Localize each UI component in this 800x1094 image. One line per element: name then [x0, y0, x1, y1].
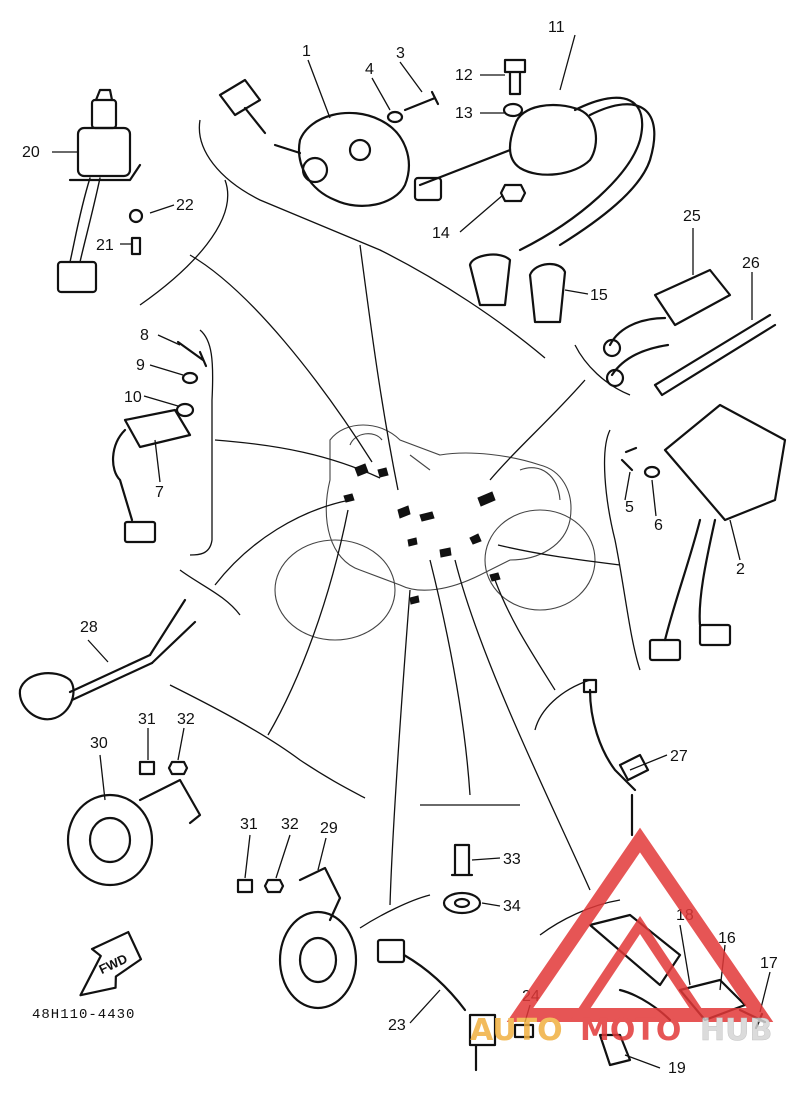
thermo-unit-27 — [582, 678, 650, 837]
part-label-28: 28 — [80, 619, 98, 636]
washer-10 — [175, 402, 195, 418]
screw-5 — [620, 446, 638, 472]
nut-32-a — [167, 760, 189, 776]
speed-sensor-23 — [376, 938, 497, 1072]
part-label-32-a: 32 — [177, 711, 195, 728]
part-label-21: 21 — [96, 237, 114, 254]
part-label-32-b: 32 — [281, 816, 299, 833]
leader-lines — [139, 119, 641, 936]
main-switch-assembly — [56, 88, 144, 294]
pickup-coil-assembly — [218, 78, 410, 207]
ignitor-unit-2 — [648, 403, 787, 662]
part-label-10: 10 — [124, 389, 142, 406]
screw-8 — [176, 340, 208, 368]
part-labels: 1 2 3 4 5 6 7 8 9 10 11 12 13 14 15 16 1… — [22, 19, 778, 1077]
horn-29 — [278, 866, 358, 1010]
band-26 — [653, 313, 777, 397]
part-label-5: 5 — [625, 499, 634, 516]
label-ticks — [52, 34, 771, 1069]
clip-24 — [513, 1023, 535, 1039]
part-label-20: 20 — [22, 144, 40, 161]
flasher-relay-7 — [112, 408, 192, 544]
watermark-auto: AUTO — [470, 1013, 563, 1048]
washer-13 — [502, 102, 524, 118]
part-label-7: 7 — [155, 484, 164, 501]
part-label-25: 25 — [683, 208, 701, 225]
part-label-1: 1 — [302, 43, 311, 60]
part-label-14: 14 — [432, 225, 450, 242]
bolt-31-a — [138, 760, 156, 776]
part-label-17: 17 — [760, 955, 778, 972]
nut-14 — [499, 183, 527, 203]
part-label-30: 30 — [90, 735, 108, 752]
part-label-31-b: 31 — [240, 816, 258, 833]
part-label-26: 26 — [742, 255, 760, 272]
part-label-12: 12 — [455, 67, 473, 84]
forward-arrow-icon: FWD — [79, 930, 143, 997]
part-label-4: 4 — [365, 61, 374, 78]
relay-25 — [602, 268, 732, 388]
reference-code: 48H110-4430 — [32, 1007, 135, 1023]
fwd-label: FWD — [97, 951, 130, 977]
part-label-3: 3 — [396, 45, 405, 62]
horn-30 — [66, 778, 202, 887]
part-label-15: 15 — [590, 287, 608, 304]
switch-lead-28 — [18, 598, 197, 721]
part-label-11: 11 — [548, 19, 565, 36]
motorcycle-outline — [274, 424, 596, 641]
part-label-29: 29 — [320, 820, 338, 837]
watermark-moto: MOTO — [580, 1013, 681, 1048]
bolt-31-b — [236, 878, 254, 894]
nut-32-b — [263, 878, 285, 894]
screw-3 — [403, 90, 440, 112]
part-label-34: 34 — [503, 898, 521, 915]
part-label-19: 19 — [668, 1060, 686, 1077]
part-label-8: 8 — [140, 327, 149, 344]
part-label-23: 23 — [388, 1017, 406, 1034]
part-label-27: 27 — [670, 748, 688, 765]
part-label-6: 6 — [654, 517, 663, 534]
part-label-22: 22 — [176, 197, 194, 214]
part-label-16: 16 — [718, 930, 736, 947]
ignition-coil-assembly — [413, 96, 656, 324]
washer-6 — [643, 465, 661, 479]
switch-33 — [450, 843, 474, 877]
bolt-12 — [503, 58, 527, 96]
part-label-33: 33 — [503, 851, 521, 868]
washer-9 — [181, 371, 199, 385]
washer-4 — [386, 110, 404, 124]
part-label-31-a: 31 — [138, 711, 156, 728]
part-label-2: 2 — [736, 561, 745, 578]
gasket-34 — [442, 891, 482, 915]
part-label-9: 9 — [136, 357, 145, 374]
part-label-13: 13 — [455, 105, 473, 122]
watermark-logo: AUTO MOTO HUB — [470, 827, 774, 1048]
watermark-hub: HUB — [700, 1013, 772, 1048]
